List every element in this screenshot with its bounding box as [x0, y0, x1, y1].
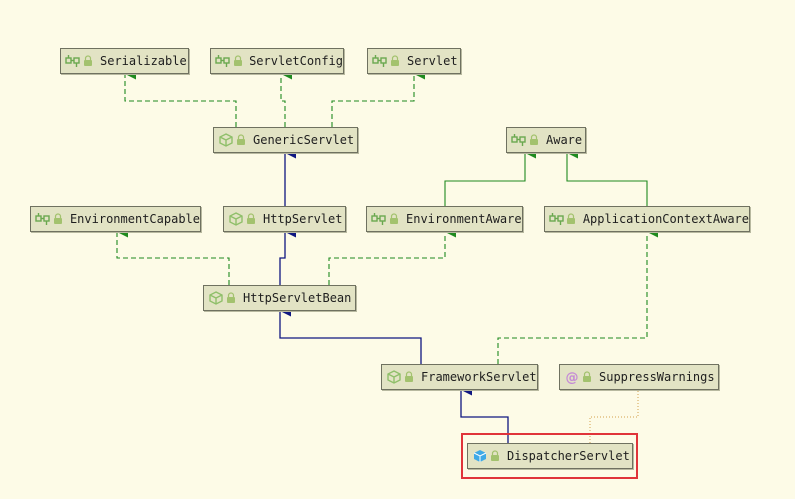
- lock-icon: [52, 212, 64, 226]
- node-servlet-config[interactable]: ServletConfig: [210, 48, 344, 74]
- interface-icon: [371, 211, 387, 227]
- node-environment-capable[interactable]: EnvironmentCapable: [30, 206, 201, 232]
- node-label: DispatcherServlet: [507, 449, 630, 463]
- node-label: ApplicationContextAware: [582, 212, 749, 226]
- node-generic-servlet[interactable]: GenericServlet: [213, 127, 358, 153]
- interface-icon: [511, 132, 527, 148]
- lock-icon: [232, 54, 243, 68]
- node-label: HttpServletBean: [243, 291, 352, 305]
- interface-icon: [549, 211, 565, 227]
- edge-implements-http-servlet-bean-to-environment-capable: [116, 226, 230, 285]
- node-label: Aware: [546, 133, 583, 147]
- abstract-class-icon: [228, 211, 244, 227]
- node-http-servlet[interactable]: HttpServlet: [223, 206, 346, 232]
- abstract-class-icon: [386, 369, 402, 385]
- node-servlet[interactable]: Servlet: [367, 48, 461, 74]
- node-framework-servlet[interactable]: FrameworkServlet: [381, 364, 538, 390]
- node-label: Servlet: [407, 54, 458, 68]
- node-serializable[interactable]: Serializable: [60, 48, 189, 74]
- interface-icon: [35, 211, 51, 227]
- node-label: Serializable: [100, 54, 187, 68]
- lock-icon: [389, 54, 401, 68]
- node-label: ServletConfig: [249, 54, 343, 68]
- edge-extends-http-servlet-bean-to-http-servlet: [279, 226, 296, 285]
- interface-icon: [65, 53, 81, 69]
- abstract-class-icon: [218, 132, 234, 148]
- edge-annotated-with-dispatcher-servlet-to-suppress-warnings: [589, 390, 639, 443]
- interface-icon: [372, 53, 388, 69]
- edge-implements-generic-servlet-to-servlet: [331, 68, 425, 127]
- svg-text:@: @: [566, 371, 579, 385]
- lock-icon: [566, 212, 577, 226]
- edge-implements-generic-servlet-to-servlet-config: [280, 68, 292, 127]
- node-suppress-warnings[interactable]: @ SuppressWarnings: [559, 364, 719, 390]
- abstract-class-icon: [208, 290, 224, 306]
- edge-implements-framework-servlet-to-application-context-aware: [497, 226, 658, 364]
- edge-interface-extends-environment-aware-to-aware: [444, 147, 536, 206]
- node-dispatcher-servlet[interactable]: DispatcherServlet: [467, 443, 633, 469]
- interface-icon: [215, 53, 231, 69]
- lock-icon: [245, 212, 257, 226]
- lock-icon: [235, 133, 247, 147]
- node-label: EnvironmentAware: [406, 212, 522, 226]
- class-icon: [472, 448, 488, 464]
- node-aware[interactable]: Aware: [506, 127, 586, 153]
- annotation-icon: @: [564, 369, 580, 385]
- node-label: GenericServlet: [253, 133, 355, 147]
- node-label: HttpServlet: [263, 212, 343, 226]
- node-label: SuppressWarnings: [599, 370, 715, 384]
- lock-icon: [225, 291, 237, 305]
- edge-extends-framework-servlet-to-http-servlet-bean: [279, 305, 422, 364]
- node-label: FrameworkServlet: [421, 370, 537, 384]
- edge-layer: [116, 68, 658, 443]
- edge-interface-extends-application-context-aware-to-aware: [566, 147, 648, 206]
- node-http-servlet-bean[interactable]: HttpServletBean: [203, 285, 356, 311]
- edge-implements-http-servlet-bean-to-environment-aware: [328, 226, 456, 285]
- edge-implements-generic-servlet-to-serializable: [124, 68, 237, 127]
- lock-icon: [581, 370, 593, 384]
- lock-icon: [528, 133, 540, 147]
- node-application-context-aware[interactable]: ApplicationContextAware: [544, 206, 750, 232]
- edge-extends-dispatcher-servlet-to-framework-servlet: [460, 384, 509, 443]
- lock-icon: [388, 212, 400, 226]
- lock-icon: [489, 449, 501, 463]
- node-label: EnvironmentCapable: [69, 212, 200, 226]
- lock-icon: [403, 370, 415, 384]
- lock-icon: [82, 54, 94, 68]
- node-environment-aware[interactable]: EnvironmentAware: [366, 206, 523, 232]
- selection-highlight: [461, 433, 638, 479]
